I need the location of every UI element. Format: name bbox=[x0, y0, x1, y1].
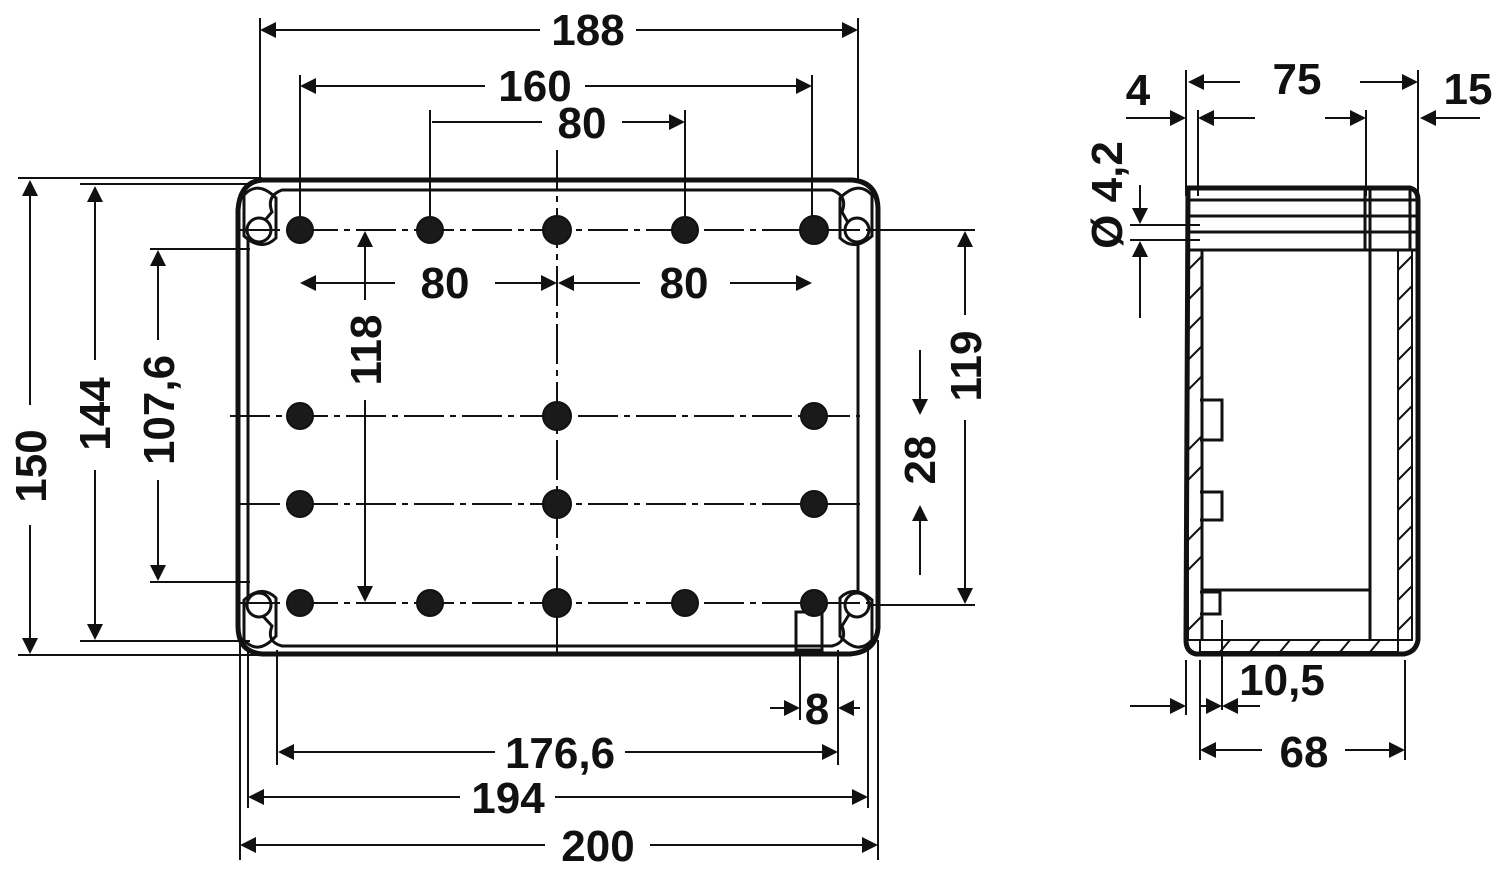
dim-80-top: 80 bbox=[558, 99, 607, 148]
lid-section bbox=[1188, 186, 1418, 640]
housing-inner-outline bbox=[246, 188, 860, 648]
dim-144: 144 bbox=[71, 377, 120, 451]
dim-15: 15 bbox=[1444, 65, 1493, 114]
dim-68: 68 bbox=[1280, 728, 1329, 777]
dim-118: 118 bbox=[342, 315, 391, 386]
side-view: 4 75 15 Ø 4,2 10,5 68 bbox=[1083, 55, 1492, 777]
dim-28: 28 bbox=[896, 436, 945, 485]
side-outline bbox=[1183, 185, 1421, 657]
dim-80-right: 80 bbox=[660, 259, 709, 308]
side-extension-lines bbox=[1130, 70, 1419, 760]
dim-194: 194 bbox=[471, 774, 545, 823]
extension-lines bbox=[18, 18, 975, 860]
dimension-lines bbox=[22, 22, 973, 853]
dim-75: 75 bbox=[1273, 55, 1322, 104]
dim-160: 160 bbox=[498, 62, 571, 111]
side-dimension-lines bbox=[1126, 74, 1480, 758]
housing-outline bbox=[235, 177, 881, 657]
dim-4: 4 bbox=[1126, 66, 1151, 115]
dim-hole-diameter: Ø 4,2 bbox=[1083, 141, 1132, 249]
dim-188: 188 bbox=[551, 6, 624, 55]
wall-hatching bbox=[1187, 249, 1413, 653]
dim-119: 119 bbox=[942, 331, 991, 402]
front-view: 188 160 80 80 80 150 144 107,6 118 119 2… bbox=[7, 6, 991, 871]
dim-10-5: 10,5 bbox=[1239, 656, 1325, 705]
latch-clips bbox=[1200, 398, 1224, 616]
dim-150: 150 bbox=[7, 429, 56, 502]
dim-8: 8 bbox=[805, 685, 829, 734]
dim-176-6: 176,6 bbox=[505, 729, 615, 778]
dim-200: 200 bbox=[561, 822, 634, 871]
dim-107-6: 107,6 bbox=[135, 355, 184, 465]
mounting-holes bbox=[286, 215, 829, 618]
dim-80-left: 80 bbox=[421, 259, 470, 308]
